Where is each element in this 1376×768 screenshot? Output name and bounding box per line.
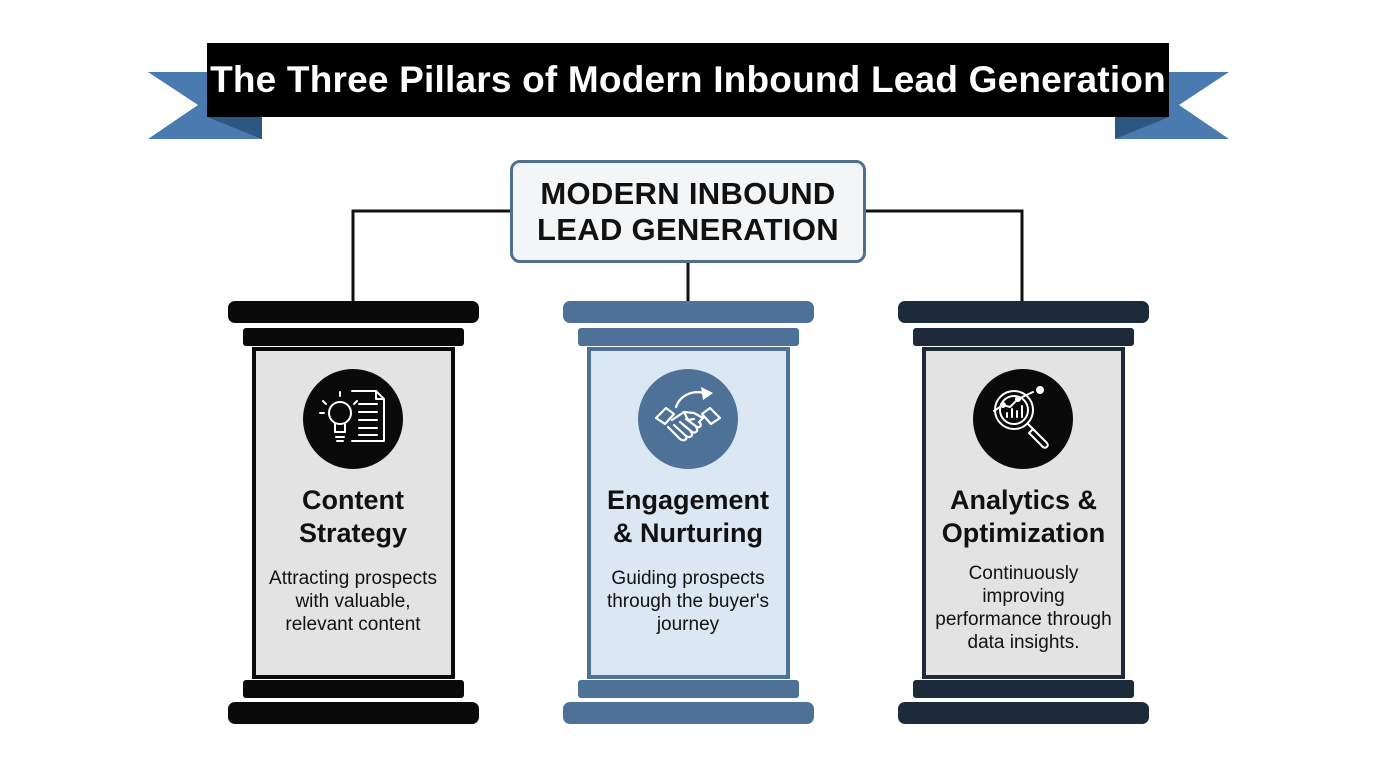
- pillar-top-ring: [243, 328, 464, 346]
- pillar-title: Content Strategy: [298, 485, 408, 548]
- analytics-magnifier-icon: [993, 386, 1049, 449]
- pillar-analytics-optimization: [898, 301, 1149, 724]
- pillar-analytics-optimization-text: Analytics & Optimization Continuously im…: [921, 484, 1126, 654]
- banner-band: [207, 43, 1169, 117]
- banner-title: The Three Pillars of Modern Inbound Lead…: [210, 59, 1166, 100]
- pillar-base-ring: [578, 680, 799, 698]
- pillar-top-cap: [228, 301, 479, 323]
- pillar-base-ring: [913, 680, 1134, 698]
- pillar-description: Attracting prospects with valuable, rele…: [269, 568, 437, 635]
- pillar-icon-circle: [303, 369, 403, 469]
- lightbulb-document-icon: [319, 390, 385, 442]
- connector-left: [351, 209, 510, 301]
- pillar-description: Continuously improving performance throu…: [935, 563, 1112, 653]
- pillar-description: Guiding prospects through the buyer's jo…: [606, 568, 770, 635]
- pillar-base-ring: [243, 680, 464, 698]
- ribbon-right-fold: [1115, 117, 1169, 139]
- pillar-engagement-nurturing: [563, 301, 814, 724]
- pillar-icon-circle: [973, 369, 1073, 469]
- pillar-base: [228, 702, 479, 724]
- pillar-base: [563, 702, 814, 724]
- central-hub-box: MODERN INBOUND LEAD GENERATION: [510, 160, 866, 263]
- pillar-top-cap: [563, 301, 814, 323]
- pillar-content-strategy: [228, 301, 479, 724]
- pillar-title: Analytics & Optimization: [941, 485, 1106, 548]
- pillar-top-cap: [898, 301, 1149, 323]
- pillar-content-strategy-text: Content Strategy Attracting prospects wi…: [253, 484, 453, 636]
- handshake-icon: [654, 387, 722, 442]
- pillar-base: [898, 702, 1149, 724]
- connector-lines: [351, 209, 1024, 301]
- connector-right: [866, 209, 1024, 301]
- banner-ribbon: [148, 43, 1229, 139]
- ribbon-left-fold: [207, 117, 262, 139]
- pillar-title: Engagement & Nurturing: [606, 485, 770, 548]
- pillar-top-ring: [913, 328, 1134, 346]
- central-hub-label: MODERN INBOUND LEAD GENERATION: [537, 175, 839, 247]
- pillar-engagement-nurturing-text: Engagement & Nurturing Guiding prospects…: [588, 484, 788, 636]
- pillar-top-ring: [578, 328, 799, 346]
